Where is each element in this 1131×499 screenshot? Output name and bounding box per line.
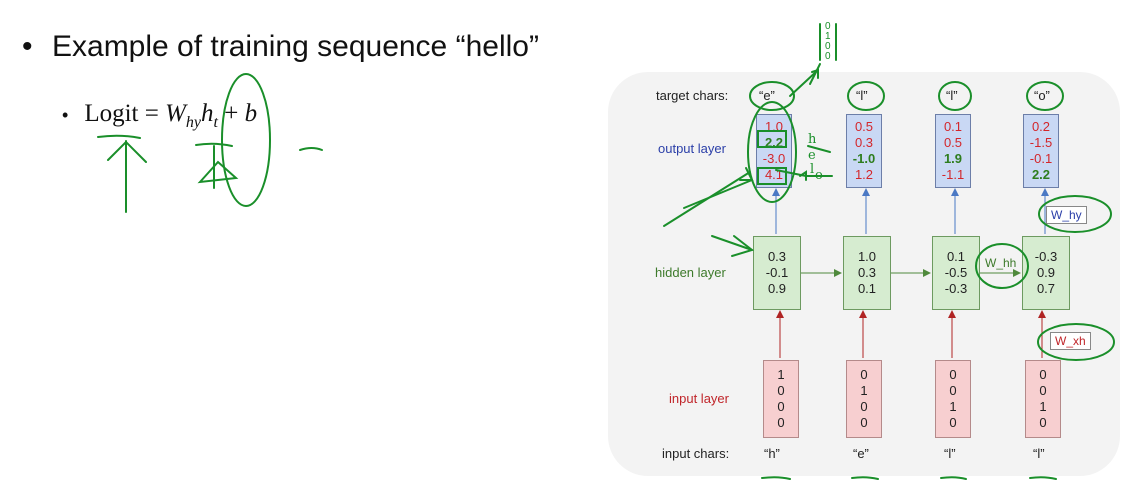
target-char: “e”: [759, 88, 775, 103]
annot-letter: o: [815, 168, 823, 183]
output-value: 1.2: [854, 167, 874, 182]
output-value: -1.5: [1029, 135, 1053, 150]
hidden-value: 0.3: [857, 265, 877, 280]
annot-letter: h: [808, 132, 817, 147]
input-char: “e”: [853, 446, 869, 461]
input-box: 0 0 1 0: [1025, 360, 1061, 438]
input-value: 0: [860, 415, 868, 430]
input-value: 0: [860, 399, 868, 414]
input-value: 1: [860, 383, 868, 398]
bullet-main: • Example of training sequence “hello”: [22, 30, 539, 64]
hidden-layer-label: hidden layer: [655, 265, 726, 280]
output-value: 0.1: [943, 119, 963, 134]
hidden-box: -0.3 0.9 0.7: [1022, 236, 1070, 310]
bullet-main-text: Example of training sequence “hello”: [52, 30, 539, 63]
hidden-value: 1.0: [857, 249, 877, 264]
input-chars-label: input chars:: [662, 446, 730, 461]
output-value: -1.1: [941, 167, 965, 182]
target-chars-label: target chars:: [656, 88, 729, 103]
input-value: 1: [777, 367, 785, 382]
input-value: 0: [949, 383, 957, 398]
output-value: 1.0: [764, 119, 784, 134]
annot-vector-value: 0: [825, 41, 831, 52]
formula-h: h: [201, 100, 214, 127]
hidden-value: -0.3: [944, 281, 968, 296]
output-value: 0.3: [854, 135, 874, 150]
hidden-value: 0.3: [767, 249, 787, 264]
output-box: 0.1 0.5 1.9 -1.1: [935, 114, 971, 188]
output-value: -0.1: [1029, 151, 1053, 166]
output-value: 4.1: [764, 167, 784, 182]
output-value: -1.0: [852, 151, 876, 166]
input-box: 1 0 0 0: [763, 360, 799, 438]
output-layer-label: output layer: [658, 141, 726, 156]
target-char: “l”: [946, 88, 958, 103]
formula-h-sub: t: [213, 114, 218, 131]
formula-eq: =: [144, 100, 159, 127]
weight-label-xh: W_xh: [1050, 332, 1091, 350]
hidden-value: 0.1: [946, 249, 966, 264]
formula-w-sub: hy: [185, 114, 202, 131]
hidden-value: 0.9: [1036, 265, 1056, 280]
annot-vector-value: 0: [825, 21, 831, 32]
formula-lhs: Logit: [84, 100, 139, 127]
input-value: 0: [860, 367, 868, 382]
input-char: “l”: [1033, 446, 1045, 461]
input-value: 0: [777, 383, 785, 398]
annot-letter: l: [810, 162, 815, 177]
hidden-value: 0.9: [767, 281, 787, 296]
output-box: 1.0 2.2 -3.0 4.1: [756, 114, 792, 188]
output-box: 0.2 -1.5 -0.1 2.2: [1023, 114, 1059, 188]
hidden-value: -0.1: [765, 265, 789, 280]
formula-b: b: [244, 100, 258, 127]
hidden-box: 0.3 -0.1 0.9: [753, 236, 801, 310]
output-value: 0.5: [943, 135, 963, 150]
input-value: 0: [1039, 415, 1047, 430]
input-box: 0 0 1 0: [935, 360, 971, 438]
bullet-dot: •: [22, 30, 33, 63]
input-box: 0 1 0 0: [846, 360, 882, 438]
input-value: 0: [1039, 383, 1047, 398]
input-value: 0: [777, 399, 785, 414]
hidden-value: -0.5: [944, 265, 968, 280]
hidden-box: 1.0 0.3 0.1: [843, 236, 891, 310]
input-value: 0: [777, 415, 785, 430]
hidden-value: 0.7: [1036, 281, 1056, 296]
formula-w: W: [165, 100, 186, 127]
output-value: -3.0: [762, 151, 786, 166]
output-value: 2.2: [1031, 167, 1051, 182]
annot-vector: 0 1 0 0: [825, 22, 831, 62]
output-value: 2.2: [764, 135, 784, 150]
hidden-box: 0.1 -0.5 -0.3: [932, 236, 980, 310]
weight-label-hh: W_hh: [985, 256, 1017, 270]
target-char: “o”: [1034, 88, 1050, 103]
input-value: 0: [949, 415, 957, 430]
hidden-value: -0.3: [1034, 249, 1058, 264]
formula-plus: +: [224, 100, 239, 127]
input-char: “h”: [764, 446, 780, 461]
input-value: 0: [1039, 367, 1047, 382]
input-value: 1: [1039, 399, 1047, 414]
input-layer-label: input layer: [669, 391, 729, 406]
output-value: 1.9: [943, 151, 963, 166]
output-box: 0.5 0.3 -1.0 1.2: [846, 114, 882, 188]
weight-label-hy: W_hy: [1046, 206, 1087, 224]
annot-vector-value: 0: [825, 51, 831, 62]
output-value: 0.5: [854, 119, 874, 134]
bullet-formula: • Logit = Whyht + b: [62, 100, 257, 132]
logit-formula: Logit = Whyht + b: [84, 100, 258, 131]
bullet-dot: •: [62, 105, 69, 125]
input-char: “l”: [944, 446, 956, 461]
input-value: 1: [949, 399, 957, 414]
annot-letter: e: [808, 148, 816, 163]
hidden-value: 0.1: [857, 281, 877, 296]
output-value: 0.2: [1031, 119, 1051, 134]
target-char: “l”: [856, 88, 868, 103]
input-value: 0: [949, 367, 957, 382]
annot-vector-value: 1: [825, 31, 831, 42]
